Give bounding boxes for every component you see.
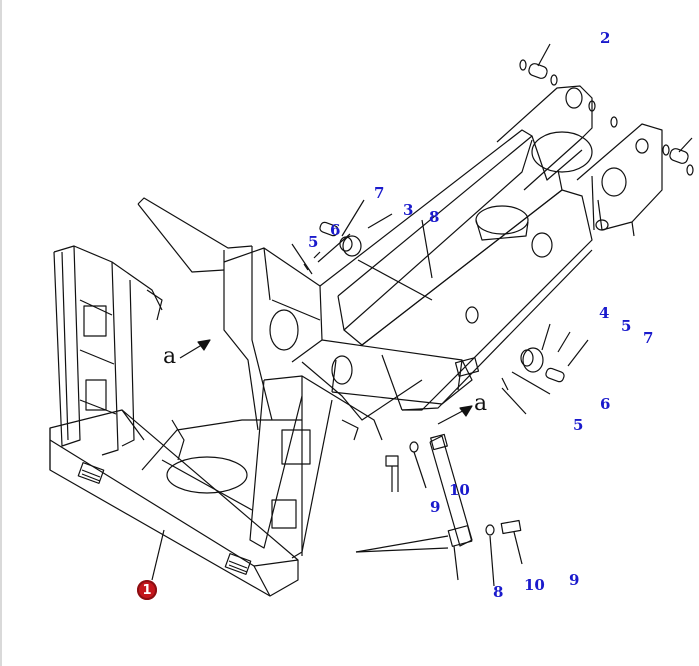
callout-7[interactable]: 7 xyxy=(643,329,654,347)
callout-8[interactable]: 8 xyxy=(493,583,504,601)
pins xyxy=(291,43,694,415)
view-mark-a: a xyxy=(474,391,488,416)
callout-7[interactable]: 7 xyxy=(374,184,385,202)
callout-6[interactable]: 6 xyxy=(600,395,611,413)
link-bar xyxy=(355,433,523,587)
main-frame xyxy=(137,85,663,431)
callout-8[interactable]: 8 xyxy=(429,208,440,226)
badge-leader xyxy=(151,529,165,581)
callout-2[interactable]: 2 xyxy=(600,29,611,47)
callout-6[interactable]: 6 xyxy=(330,221,341,239)
callout-10[interactable]: 10 xyxy=(524,576,545,594)
part-badge-1[interactable]: 1 xyxy=(137,580,157,600)
callout-5[interactable]: 5 xyxy=(308,233,319,251)
rear-frame xyxy=(49,245,383,597)
callout-5[interactable]: 5 xyxy=(621,317,632,335)
view-arrows xyxy=(179,339,473,425)
callout-10[interactable]: 10 xyxy=(449,481,470,499)
callout-9[interactable]: 9 xyxy=(430,498,441,516)
callout-4[interactable]: 4 xyxy=(599,304,610,322)
callout-9[interactable]: 9 xyxy=(569,571,580,589)
callout-5[interactable]: 5 xyxy=(573,416,584,434)
callout-3[interactable]: 3 xyxy=(403,201,414,219)
view-mark-a: a xyxy=(163,344,177,369)
